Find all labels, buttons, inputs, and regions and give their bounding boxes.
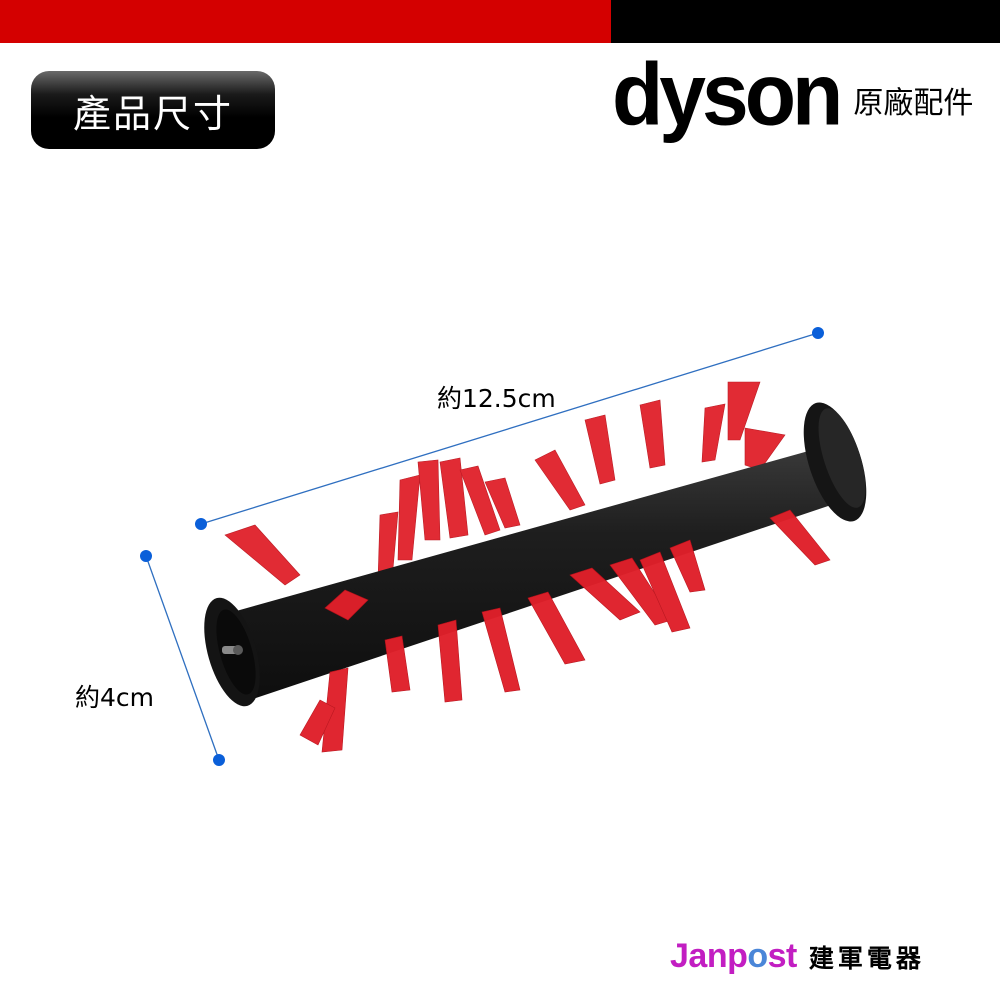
section-title: 產品尺寸 <box>72 91 233 136</box>
length-label: 約12.5cm <box>437 384 556 413</box>
store-footer: Janpost 建軍電器 <box>670 937 925 976</box>
dimension-marker-icon <box>195 518 207 530</box>
store-logo-part: Janp <box>670 937 748 975</box>
top-color-bar <box>0 0 1000 43</box>
brand-subtitle: 原廠配件 <box>853 86 974 121</box>
dimension-marker-icon <box>140 550 152 562</box>
roller-body <box>204 402 867 707</box>
bristles-front <box>299 509 831 753</box>
dimension-marker-icon <box>812 327 824 339</box>
section-title-badge: 產品尺寸 <box>31 71 275 149</box>
dyson-logo: dyson <box>612 44 843 144</box>
diameter-dimension-line <box>140 550 225 766</box>
diameter-label: 約4cm <box>75 683 155 712</box>
brand-header: dyson 原廠配件 <box>612 44 974 144</box>
store-logo-part: o <box>747 937 768 975</box>
dimension-marker-icon <box>213 754 225 766</box>
store-name: 建軍電器 <box>808 944 925 973</box>
length-dimension-line <box>195 327 824 530</box>
store-logo: Janpost <box>670 937 797 976</box>
top-bar-red-segment <box>0 0 611 43</box>
store-logo-part: st <box>767 937 798 975</box>
top-bar-black-segment <box>611 0 1000 43</box>
bristles-back <box>224 381 786 586</box>
